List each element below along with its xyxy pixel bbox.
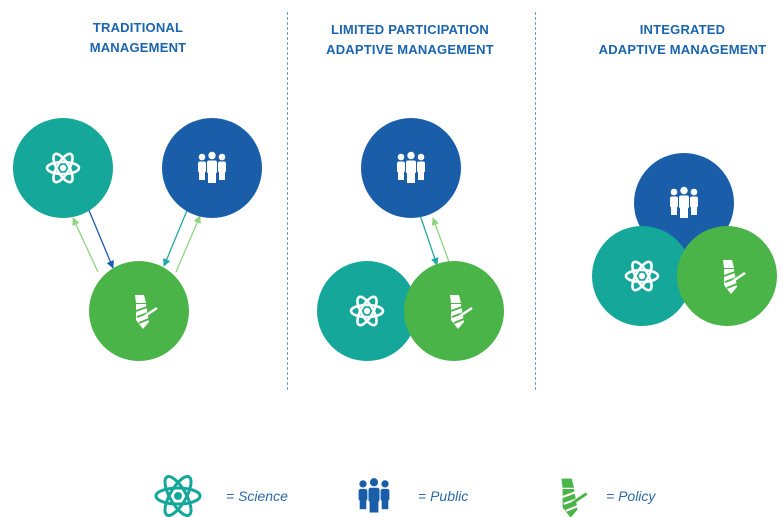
panel-title-line1: INTEGRATED — [639, 22, 726, 37]
legend-science-label: = Science — [226, 488, 288, 504]
panel-title-integrated: INTEGRATED ADAPTIVE MANAGEMENT — [590, 20, 775, 60]
panel-title-line1: TRADITIONAL — [92, 20, 184, 35]
limited-participation-diagram — [317, 118, 504, 361]
panel-divider-left — [287, 12, 288, 390]
integrated-diagram — [592, 153, 777, 326]
arrow-public-to-policy — [419, 214, 439, 266]
legend-science-icon — [154, 475, 202, 517]
people-group-icon — [198, 151, 226, 183]
arrow-science-to-policy — [87, 207, 114, 269]
arrow-public-to-policy — [163, 207, 189, 267]
panel-divider-right — [535, 12, 536, 390]
panel-title-line2: ADAPTIVE MANAGEMENT — [326, 42, 494, 57]
legend-public-label: = Public — [418, 488, 469, 504]
panel-title-line2: MANAGEMENT — [89, 40, 187, 55]
arrow-policy-to-public — [431, 217, 450, 263]
panel-title-line1: LIMITED PARTICIPATION — [330, 22, 490, 37]
legend-public-icon — [358, 478, 390, 513]
panel-title-line2: ADAPTIVE MANAGEMENT — [598, 42, 767, 57]
arrow-policy-to-science — [72, 217, 99, 273]
traditional-diagram — [13, 118, 262, 361]
legend-policy-icon — [561, 478, 588, 517]
panel-title-limited: LIMITED PARTICIPATION ADAPTIVE MANAGEMEN… — [310, 20, 510, 60]
people-group-icon — [397, 151, 425, 183]
people-group-icon — [670, 186, 698, 218]
arrow-policy-to-public — [175, 215, 201, 273]
panel-title-traditional: TRADITIONAL MANAGEMENT — [48, 18, 228, 58]
legend-policy-label: = Policy — [606, 488, 656, 504]
